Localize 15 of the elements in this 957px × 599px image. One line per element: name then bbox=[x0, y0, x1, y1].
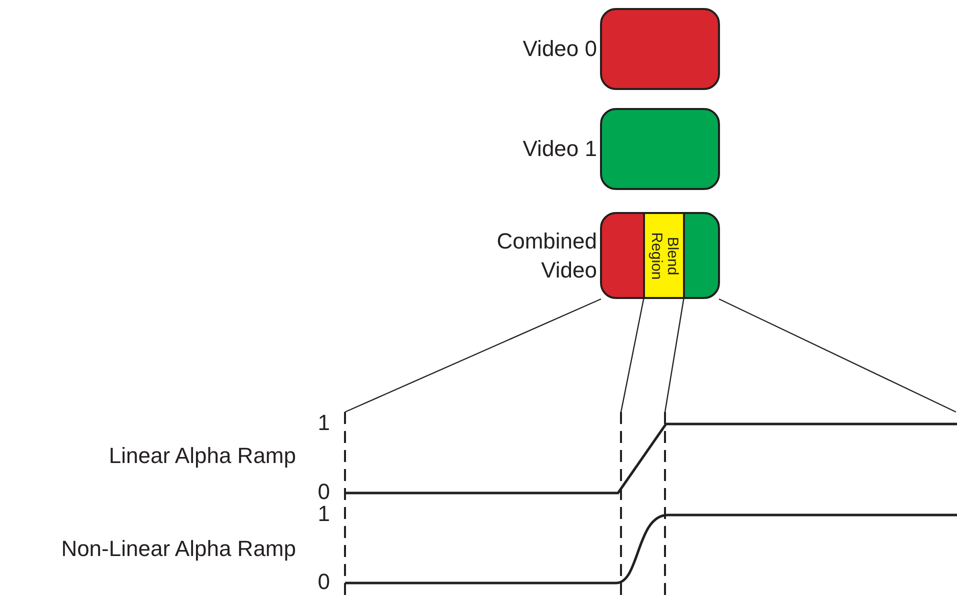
row-label: Non-Linear Alpha Ramp bbox=[61, 538, 296, 560]
leader-line bbox=[344, 298, 602, 413]
video-label: Video 1 bbox=[522, 135, 597, 164]
leader-line bbox=[620, 296, 645, 412]
band-label: Blend Region bbox=[648, 230, 680, 282]
leader-line bbox=[718, 298, 956, 413]
axis-value: 1 bbox=[318, 503, 330, 525]
axis-value: 0 bbox=[318, 481, 330, 503]
leader-line bbox=[664, 296, 685, 412]
video-label: Combined Video bbox=[496, 226, 597, 284]
blend-region-band bbox=[643, 214, 685, 297]
axis-value: 1 bbox=[318, 412, 330, 434]
row-label: Linear Alpha Ramp bbox=[108, 445, 296, 467]
axis-value: 0 bbox=[318, 571, 330, 593]
video-label: Video 0 bbox=[522, 35, 597, 64]
